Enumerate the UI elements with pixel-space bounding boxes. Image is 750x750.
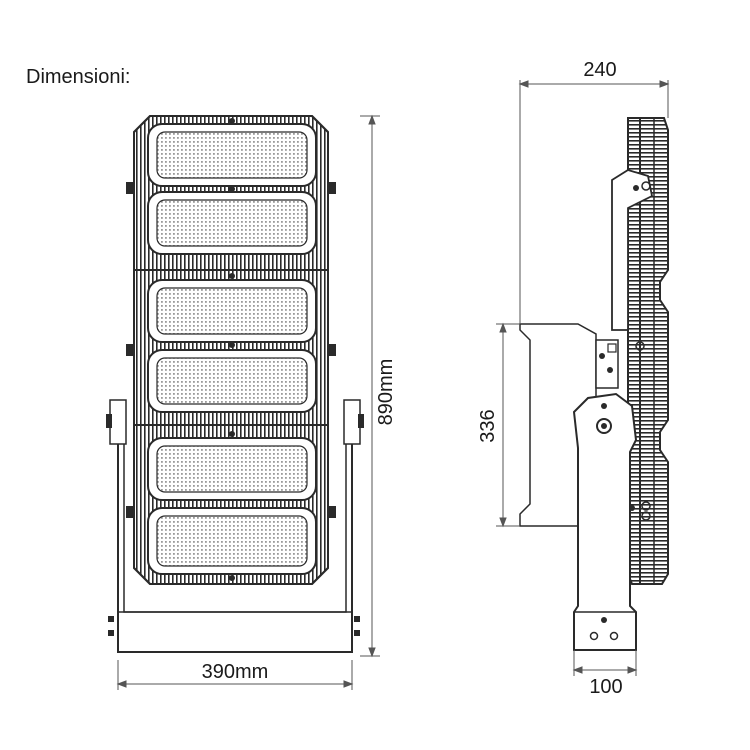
bracket-width-dimension bbox=[572, 650, 638, 676]
height-dimension bbox=[360, 114, 380, 658]
led-module-6 bbox=[147, 507, 317, 575]
led-module-1 bbox=[147, 123, 317, 187]
led-module-2 bbox=[147, 191, 317, 255]
front-yoke bbox=[106, 399, 364, 653]
module-mount-dots bbox=[229, 118, 235, 581]
bracket-height-dimension bbox=[496, 322, 520, 528]
front-view bbox=[106, 115, 364, 653]
depth-dimension bbox=[518, 80, 670, 324]
side-pivot-arm bbox=[572, 392, 638, 651]
bracket-width-label: 100 bbox=[589, 676, 622, 698]
page-title: Dimensioni: bbox=[26, 66, 131, 88]
side-view bbox=[519, 117, 669, 651]
height-label: 890mm bbox=[375, 359, 397, 426]
depth-label: 240 bbox=[583, 59, 616, 81]
width-label: 390mm bbox=[202, 661, 269, 683]
led-module-5 bbox=[147, 437, 317, 501]
side-fins bbox=[627, 117, 669, 585]
bracket-height-label: 336 bbox=[477, 409, 499, 442]
led-module-4 bbox=[147, 349, 317, 413]
width-dimension bbox=[116, 660, 354, 690]
led-module-3 bbox=[147, 279, 317, 343]
